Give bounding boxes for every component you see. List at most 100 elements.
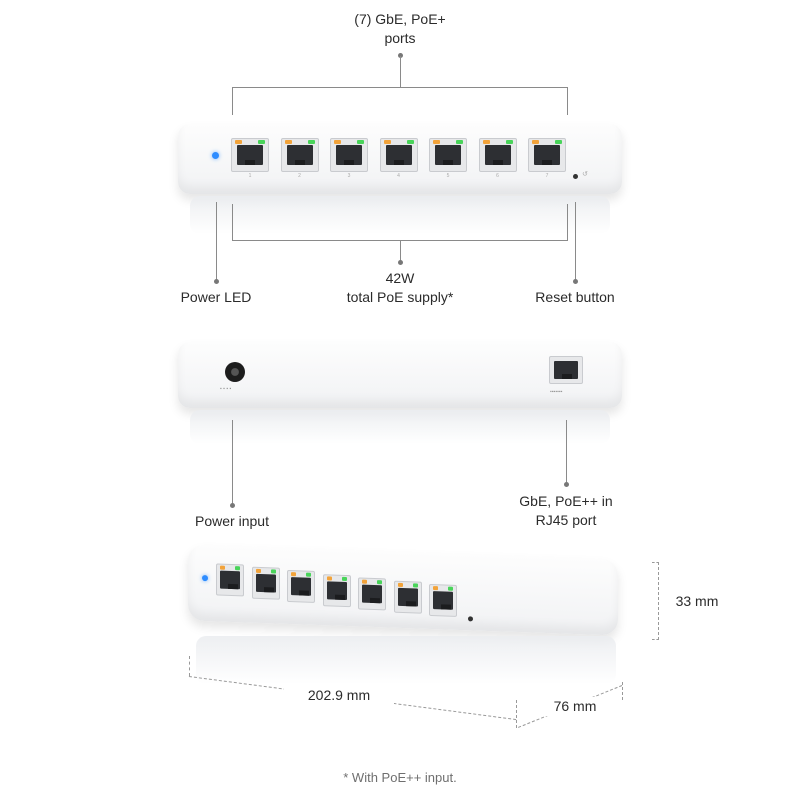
port-socket — [534, 145, 560, 165]
depth-dimension-tick-right — [622, 682, 623, 700]
port-link-led — [341, 576, 347, 581]
switch-perspective-view — [188, 544, 618, 636]
port-link-led — [306, 573, 311, 578]
poe-port-perspective-2 — [251, 566, 280, 600]
port-activity-led — [532, 140, 539, 144]
port-activity-led — [220, 565, 225, 570]
port-socket — [220, 570, 240, 590]
reset-button-label: Reset button — [535, 289, 615, 305]
port-number-label: 2 — [298, 173, 301, 179]
port-activity-led — [291, 572, 296, 577]
port-link-led — [412, 583, 418, 588]
power-led-callout-dot — [214, 279, 219, 284]
port-socket — [291, 577, 311, 597]
port-socket — [362, 584, 382, 604]
port-socket — [433, 591, 453, 610]
poe-port-2: 2 — [280, 138, 319, 179]
reset-button-hole — [573, 174, 578, 179]
depth-dimension-label: 76 mm — [540, 697, 610, 716]
poe-port-perspective-7 — [429, 584, 457, 618]
poe-port-6: 6 — [478, 138, 517, 179]
uplink-callout-stem — [566, 420, 567, 483]
port-link-led — [235, 566, 240, 571]
ports-callout-bracket — [232, 87, 568, 88]
power-led-label: Power LED — [180, 289, 252, 305]
poe-port-3: 3 — [330, 138, 368, 179]
port-socket — [484, 145, 511, 165]
poe-port-7: 7 — [528, 138, 566, 179]
switch-front-reflection — [190, 196, 610, 234]
ports-callout-line1: (7) GbE, PoE+ — [354, 11, 446, 27]
power-input-callout-dot — [230, 503, 235, 508]
port-socket — [385, 145, 412, 165]
height-dimension-bracket — [652, 562, 659, 640]
ports-callout-line2: ports — [384, 30, 416, 46]
port-socket — [237, 145, 263, 165]
port-socket — [397, 587, 418, 607]
port-activity-led — [334, 140, 341, 144]
reset-callout-dot — [573, 279, 578, 284]
uplink-port-caption: ▪▪▪▪▪▪▪ — [550, 389, 563, 395]
poe-port-4: 4 — [379, 138, 418, 179]
footnote: * With PoE++ input. — [343, 770, 457, 785]
port-activity-led — [255, 569, 261, 574]
port-activity-led — [383, 140, 391, 144]
port-number-label: 5 — [446, 173, 450, 179]
port-socket — [286, 145, 313, 165]
port-link-led — [448, 586, 453, 591]
poe-port-1: 1 — [231, 138, 269, 179]
dc-power-jack — [225, 362, 245, 382]
port-socket — [336, 145, 362, 165]
port-activity-led — [284, 140, 292, 144]
power-led-indicator — [212, 152, 219, 159]
poe-callout-line1: 42W — [385, 270, 415, 286]
uplink-callout-line2: RJ45 port — [535, 512, 597, 528]
power-led-indicator-perspective — [202, 574, 208, 582]
port-number-label: 7 — [545, 173, 549, 179]
poe-port-5: 5 — [429, 138, 467, 179]
poe-callout-label: 42W total PoE supply* — [300, 269, 500, 307]
port-activity-led — [326, 575, 332, 581]
ports-callout-bracket-right — [567, 87, 568, 115]
width-dimension-label: 202.9 mm — [284, 686, 394, 705]
port-activity-led — [482, 140, 490, 144]
port-link-led — [406, 140, 414, 144]
power-led-callout-stem — [216, 202, 217, 280]
port-link-led — [307, 140, 315, 144]
uplink-callout-label: GbE, PoE++ in RJ45 port — [486, 492, 646, 530]
ports-callout-dot — [398, 53, 403, 58]
port-link-led — [270, 569, 276, 574]
port-link-led — [555, 140, 562, 144]
reset-callout-stem — [575, 202, 576, 280]
port-socket — [435, 145, 461, 165]
poe-port-perspective-5 — [358, 577, 386, 611]
power-input-label: Power input — [195, 513, 269, 529]
poe-callout-dot — [398, 260, 403, 265]
port-link-led — [456, 140, 463, 144]
port-activity-led — [433, 586, 438, 591]
switch-front-view: 1 2 3 4 5 6 7 ↺ — [178, 124, 622, 194]
perspective-port-row — [188, 544, 618, 618]
poe-port-perspective-1 — [216, 563, 244, 597]
port-number-label: 4 — [397, 173, 400, 179]
port-link-led — [377, 579, 382, 585]
uplink-callout-line1: GbE, PoE++ in — [519, 493, 613, 509]
switch-rear-reflection — [190, 410, 610, 444]
port-link-led — [505, 140, 513, 144]
height-dimension-label: 33 mm — [675, 593, 719, 609]
port-socket — [255, 574, 276, 593]
poe-callout-bracket-left — [232, 204, 233, 240]
ports-callout-bracket-left — [232, 87, 233, 115]
width-dimension-tick-right — [516, 700, 517, 728]
poe-callout-stem — [400, 240, 401, 262]
uplink-callout-dot — [564, 482, 569, 487]
switch-rear-view: ▪ ▪ ▪ ▪ ▪▪▪▪▪▪▪ — [178, 342, 622, 408]
reset-icon: ↺ — [582, 171, 588, 178]
power-input-callout-stem — [232, 420, 233, 504]
port-activity-led — [433, 140, 440, 144]
ports-callout-label: (7) GbE, PoE+ ports — [300, 10, 500, 48]
port-activity-led — [397, 582, 403, 587]
reset-button-hole-perspective — [468, 616, 473, 622]
dc-jack-caption: ▪ ▪ ▪ ▪ — [220, 386, 232, 392]
port-link-led — [357, 140, 364, 144]
